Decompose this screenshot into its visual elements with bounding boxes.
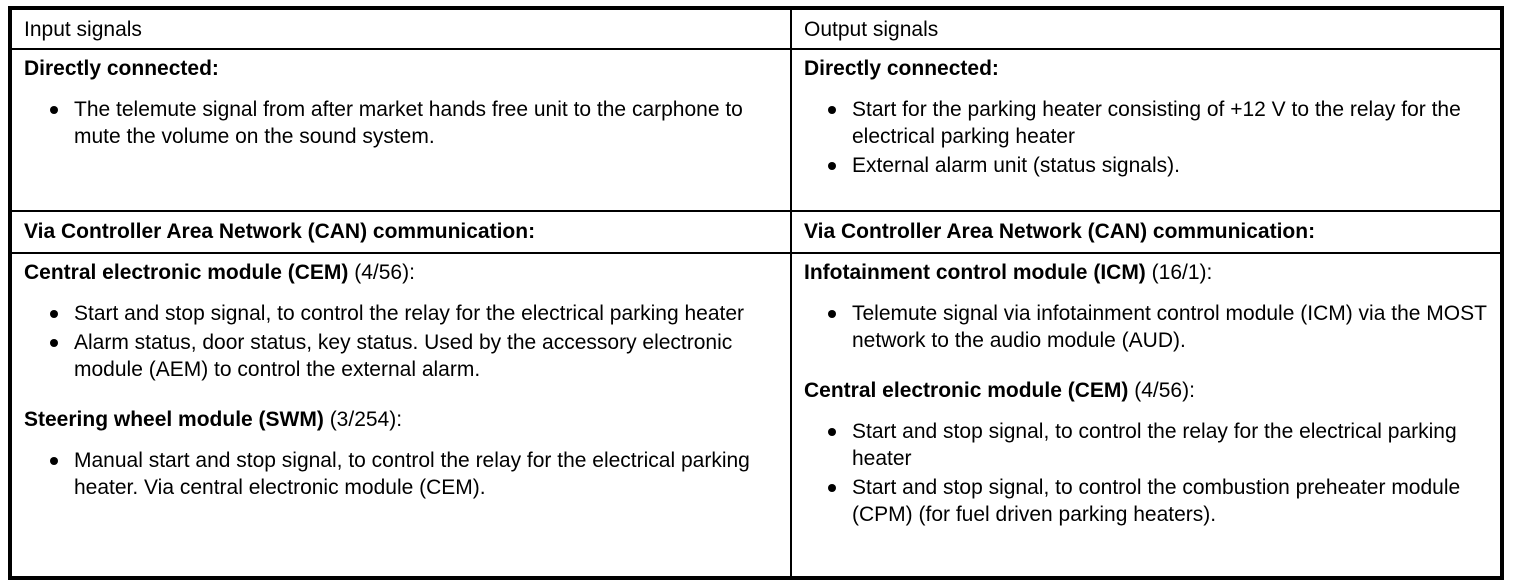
input-directly-connected-cell: Directly connected: The telemute signal … [12,50,790,212]
output-can-header-label: Via Controller Area Network (CAN) commun… [804,220,1316,243]
output-can-header-cell: Via Controller Area Network (CAN) commun… [792,212,1500,254]
module-heading-cem-right: Central electronic module (CEM) (4/56): [804,378,1488,404]
list-item: Start for the parking heater consisting … [804,96,1488,150]
output-signals-header-label: Output signals [804,18,939,41]
module-ref: (4/56): [1128,379,1195,402]
module-name: Steering wheel module (SWM) [24,408,324,431]
module-cem-list: Start and stop signal, to control the re… [24,300,778,383]
input-directly-connected-label: Directly connected: [24,57,219,80]
output-signals-column: Output signals Directly connected: Start… [792,10,1500,576]
input-signals-header-label: Input signals [24,18,142,41]
output-directly-connected-label: Directly connected: [804,57,999,80]
module-icm-list: Telemute signal via infotainment control… [804,300,1488,354]
module-ref: (3/254): [323,408,403,431]
module-heading-swm: Steering wheel module (SWM) (3/254): [24,407,778,433]
list-item: The telemute signal from after market ha… [24,96,778,150]
list-item: Start and stop signal, to control the co… [804,474,1488,528]
module-heading-cem: Central electronic module (CEM) (4/56): [24,260,778,286]
module-ref: (4/56): [348,261,415,284]
output-directly-connected-cell: Directly connected: Start for the parkin… [792,50,1500,212]
list-item: External alarm unit (status signals). [804,152,1488,179]
input-signals-column: Input signals Directly connected: The te… [12,10,792,576]
output-signals-header-cell: Output signals [792,10,1500,50]
input-directly-connected-list: The telemute signal from after market ha… [24,96,778,150]
list-item: Telemute signal via infotainment control… [804,300,1488,354]
input-can-body-cell: Central electronic module (CEM) (4/56): … [12,254,790,576]
module-name: Infotainment control module (ICM) [804,261,1146,284]
signals-table: Input signals Directly connected: The te… [8,6,1504,580]
list-item: Start and stop signal, to control the re… [804,418,1488,472]
output-directly-connected-list: Start for the parking heater consisting … [804,96,1488,179]
output-can-body-cell: Infotainment control module (ICM) (16/1)… [792,254,1500,576]
input-can-header-cell: Via Controller Area Network (CAN) commun… [12,212,790,254]
input-signals-header-cell: Input signals [12,10,790,50]
list-item: Manual start and stop signal, to control… [24,447,778,501]
list-item: Alarm status, door status, key status. U… [24,329,778,383]
list-item: Start and stop signal, to control the re… [24,300,778,327]
module-swm-list: Manual start and stop signal, to control… [24,447,778,501]
module-name: Central electronic module (CEM) [24,261,349,284]
module-cem-right-list: Start and stop signal, to control the re… [804,418,1488,528]
table-grid: Input signals Directly connected: The te… [12,10,1500,576]
module-ref: (16/1): [1145,261,1213,284]
module-name: Central electronic module (CEM) [804,379,1129,402]
input-can-header-label: Via Controller Area Network (CAN) commun… [24,220,536,243]
module-heading-icm: Infotainment control module (ICM) (16/1)… [804,260,1488,286]
